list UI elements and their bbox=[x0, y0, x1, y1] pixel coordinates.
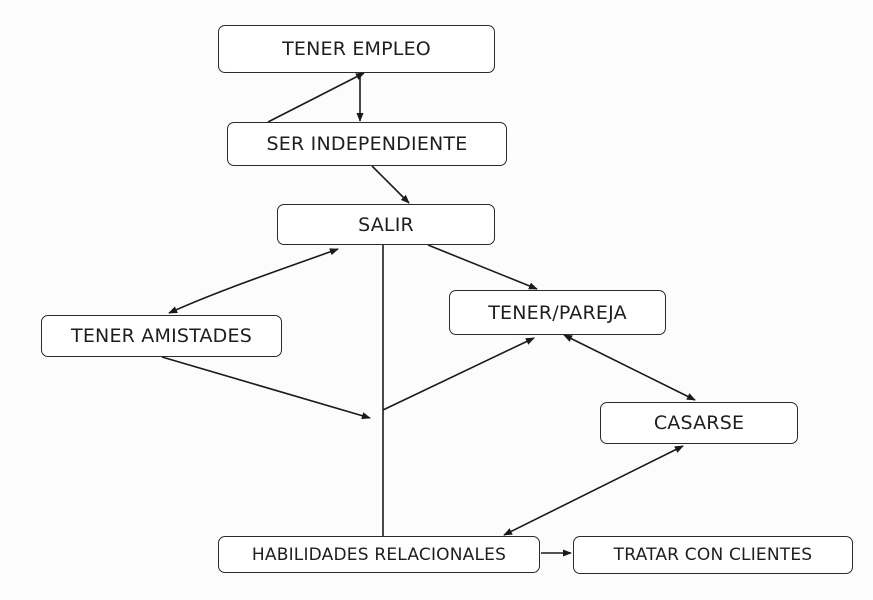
node-tener-pareja: TENER/PAREJA bbox=[449, 290, 666, 335]
node-label: TENER/PAREJA bbox=[488, 301, 627, 324]
edge-indep-to-salir bbox=[371, 165, 410, 204]
node-label: TENER EMPLEO bbox=[282, 38, 431, 60]
node-label: TRATAR CON CLIENTES bbox=[613, 545, 813, 565]
node-label: HABILIDADES RELACIONALES bbox=[251, 544, 507, 565]
edge-pareja-casarse bbox=[563, 334, 696, 401]
node-label: CASARSE bbox=[653, 412, 745, 434]
edge-salir-amistades bbox=[168, 248, 339, 314]
node-ser-independiente: SER INDEPENDIENTE bbox=[227, 122, 507, 166]
edge-junction-to-pareja bbox=[382, 337, 535, 411]
node-label: SER INDEPENDIENTE bbox=[266, 133, 468, 155]
node-tener-empleo: TENER EMPLEO bbox=[218, 25, 495, 73]
edge-salir-to-pareja bbox=[427, 244, 538, 290]
node-label: SALIR bbox=[358, 213, 414, 236]
node-casarse: CASARSE bbox=[600, 402, 798, 444]
node-tener-amistades: TENER AMISTADES bbox=[41, 315, 282, 357]
node-habilidades-relacionales: HABILIDADES RELACIONALES bbox=[218, 536, 540, 573]
node-tratar-con-clientes: TRATAR CON CLIENTES bbox=[573, 536, 853, 574]
edge-casarse-habil bbox=[503, 445, 684, 536]
edge-indep-to-empleo bbox=[267, 72, 365, 123]
node-label: TENER AMISTADES bbox=[71, 325, 252, 347]
edge-amistades-to-junction bbox=[161, 356, 371, 420]
node-salir: SALIR bbox=[277, 204, 495, 245]
